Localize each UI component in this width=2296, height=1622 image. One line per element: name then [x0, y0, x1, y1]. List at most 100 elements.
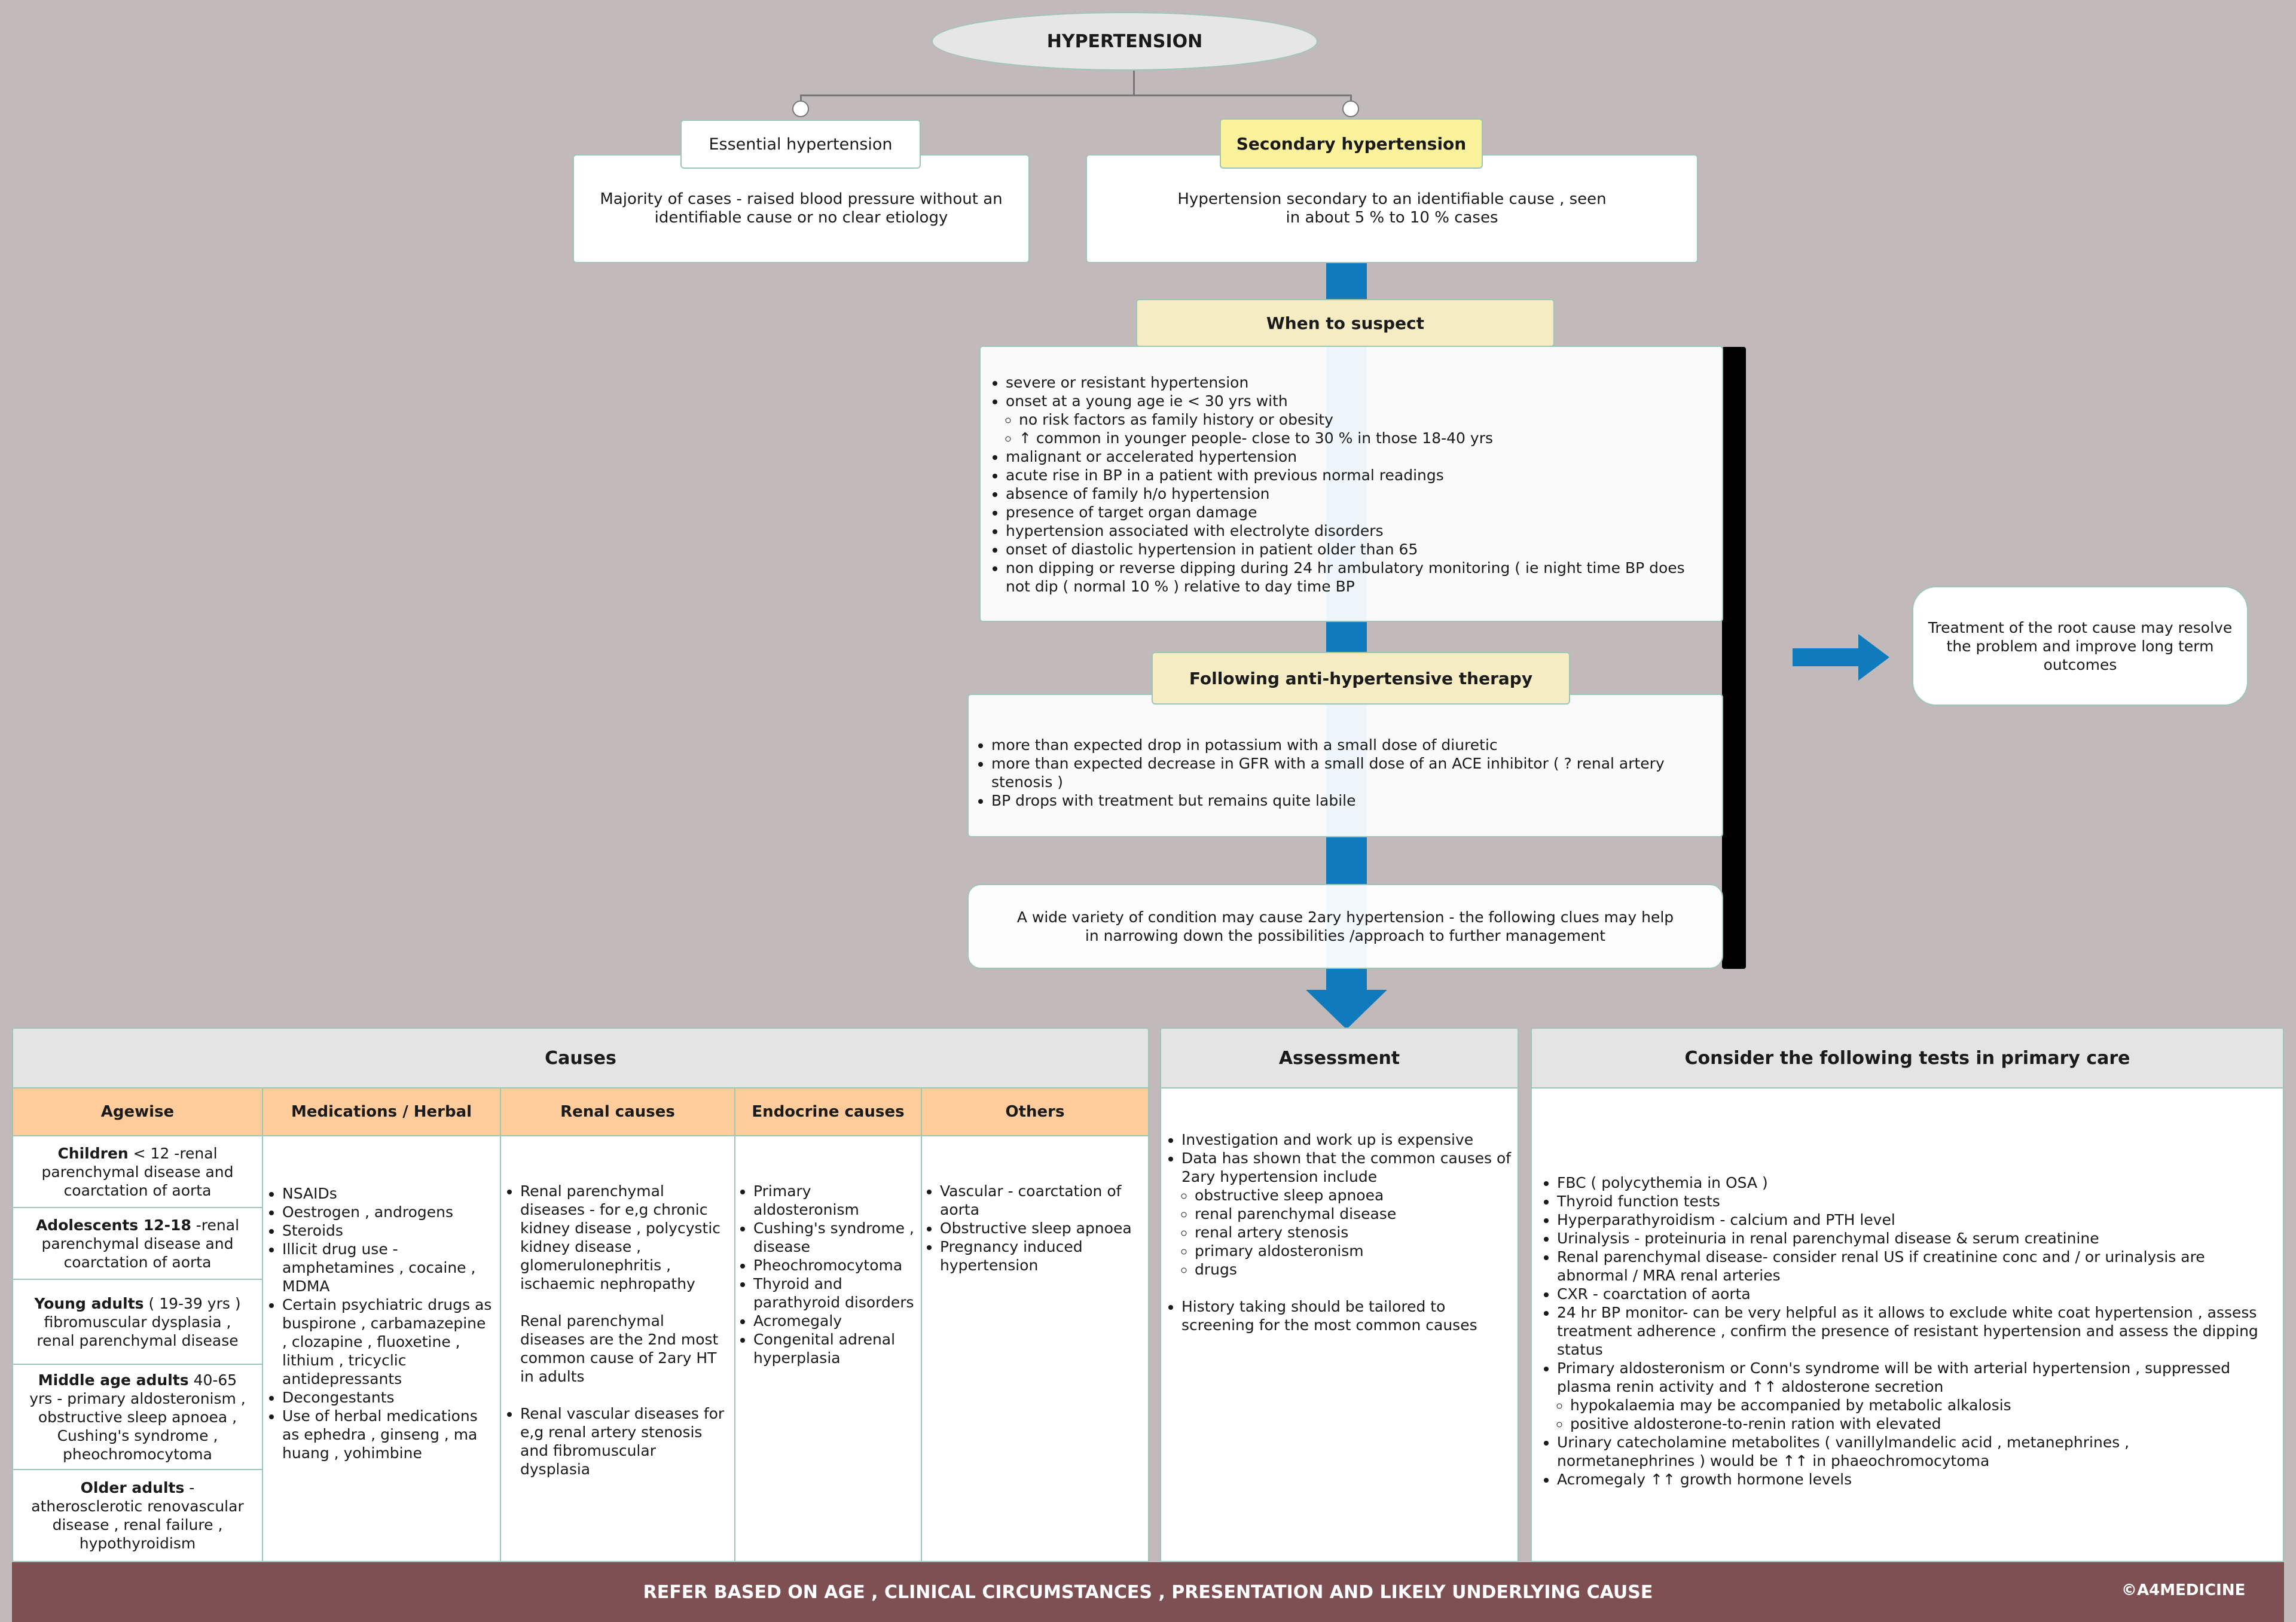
root-cause-box: Treatment of the root cause may resolve … [1912, 586, 2248, 706]
therapy-box: more than expected drop in potassium wit… [967, 694, 1723, 837]
list-item: 24 hr BP monitor- can be very helpful as… [1557, 1303, 2271, 1359]
side-bracket-bar [1722, 347, 1746, 969]
list-item: CXR - coarctation of aorta [1557, 1285, 2271, 1303]
title-connector-horizontal [800, 94, 1351, 96]
list-item: Pregnancy induced hypertension [940, 1237, 1143, 1275]
medications-cell: NSAIDs Oestrogen , androgens Steroids Il… [262, 1135, 501, 1562]
column-header-renal: Renal causes [500, 1087, 735, 1136]
list-item: acute rise in BP in a patient with previ… [1006, 466, 1709, 484]
others-list: Vascular - coarctation of aorta Obstruct… [928, 1182, 1143, 1275]
assessment-list: Investigation and work up is expensive D… [1170, 1130, 1513, 1334]
list-item: NSAIDs [282, 1184, 495, 1203]
column-header-others: Others [921, 1087, 1149, 1136]
suspect-list: severe or resistant hypertension onset a… [994, 373, 1709, 596]
flow-arrow-head [1306, 990, 1387, 1029]
list-item: malignant or accelerated hypertension [1006, 447, 1709, 466]
list-item: Obstructive sleep apnoea [940, 1219, 1143, 1237]
list-subitem: obstructive sleep apnoea [1195, 1186, 1513, 1205]
list-item: onset at a young age ie < 30 yrs with no… [1006, 392, 1709, 447]
list-item: presence of target organ damage [1006, 503, 1709, 522]
list-item: more than expected drop in potassium wit… [991, 736, 1711, 754]
list-item: Thyroid function tests [1557, 1192, 2271, 1211]
suspect-box: severe or resistant hypertension onset a… [979, 346, 1723, 622]
column-header-endocrine: Endocrine causes [734, 1087, 922, 1136]
list-item: BP drops with treatment but remains quit… [991, 791, 1711, 810]
tests-cell: FBC ( polycythemia in OSA ) Thyroid func… [1531, 1087, 2284, 1562]
list-item: hypertension associated with electrolyte… [1006, 522, 1709, 540]
essential-label: Essential hypertension [680, 120, 921, 169]
list-subitem: no risk factors as family history or obe… [1019, 410, 1709, 429]
list-item: Congenital adrenal hyperplasia [753, 1330, 918, 1367]
list-item: non dipping or reverse dipping during 24… [1006, 559, 1709, 596]
list-item: History taking should be tailored to scr… [1181, 1297, 1513, 1334]
list-subitem: renal artery stenosis [1195, 1223, 1513, 1242]
footer-text: REFER BASED ON AGE , CLINICAL CIRCUMSTAN… [643, 1581, 1653, 1603]
list-item: Pheochromocytoma [753, 1256, 918, 1275]
list-item: Steroids [282, 1221, 495, 1240]
list-item: Oestrogen , androgens [282, 1203, 495, 1221]
list-item: Thyroid and parathyroid disorders [753, 1275, 918, 1312]
therapy-list: more than expected drop in potassium wit… [979, 736, 1711, 810]
endocrine-list: Primary aldosteronism Cushing's syndrome… [741, 1182, 918, 1367]
endocrine-cell: Primary aldosteronism Cushing's syndrome… [734, 1135, 922, 1562]
list-item: Cushing's syndrome , disease [753, 1219, 918, 1256]
therapy-label: Following anti-hypertensive therapy [1152, 652, 1570, 705]
title-connector-vertical [1133, 71, 1135, 94]
agewise-cell-older-adults: Older adults -atherosclerotic renovascul… [12, 1469, 263, 1562]
footer-bar: REFER BASED ON AGE , CLINICAL CIRCUMSTAN… [12, 1562, 2284, 1622]
renal-note: Renal parenchymal diseases are the 2nd m… [520, 1312, 719, 1385]
list-subitem: positive aldosterone-to-renin ration wit… [1570, 1414, 2271, 1433]
assessment-cell: Investigation and work up is expensive D… [1160, 1087, 1519, 1562]
list-item: Urinary catecholamine metabolites ( vani… [1557, 1433, 2271, 1470]
connector-dot-left [792, 100, 809, 117]
agewise-cell-young-adults: Young adults ( 19-39 yrs ) fibromuscular… [12, 1279, 263, 1365]
renal-cell: Renal parenchymal diseases - for e,g chr… [500, 1135, 735, 1562]
list-subitem: primary aldosteronism [1195, 1242, 1513, 1260]
list-item: Primary aldosteronism or Conn's syndrome… [1557, 1359, 2271, 1433]
list-item: Renal vascular diseases for e,g renal ar… [520, 1404, 731, 1478]
list-item: Acromegaly [753, 1312, 918, 1330]
page-title: HYPERTENSION [932, 12, 1318, 71]
list-subitem: drugs [1195, 1260, 1513, 1279]
list-item: onset of diastolic hypertension in patie… [1006, 540, 1709, 559]
list-subitem: renal parenchymal disease [1195, 1205, 1513, 1223]
list-subitem: ↑ common in younger people- close to 30 … [1019, 429, 1709, 447]
assessment-header: Assessment [1160, 1028, 1519, 1089]
list-item: Renal parenchymal diseases - for e,g chr… [520, 1182, 731, 1386]
secondary-label: Secondary hypertension [1220, 118, 1483, 169]
list-item: Acromegaly ↑↑ growth hormone levels [1557, 1470, 2271, 1489]
list-item: severe or resistant hypertension [1006, 373, 1709, 392]
suspect-label: When to suspect [1136, 299, 1555, 347]
list-item: Renal parenchymal disease- consider rena… [1557, 1248, 2271, 1285]
list-item: absence of family h/o hypertension [1006, 484, 1709, 503]
medications-list: NSAIDs Oestrogen , androgens Steroids Il… [270, 1184, 495, 1462]
tests-list: FBC ( polycythemia in OSA ) Thyroid func… [1545, 1173, 2271, 1489]
right-arrow-icon [1793, 634, 1889, 681]
tests-header: Consider the following tests in primary … [1531, 1028, 2284, 1089]
list-item: Data has shown that the common causes of… [1181, 1149, 1513, 1279]
agewise-cell-middle-age: Middle age adults 40-65 yrs - primary al… [12, 1364, 263, 1470]
list-item: Certain psychiatric drugs as buspirone ,… [282, 1295, 495, 1388]
list-item: Illicit drug use - amphetamines , cocain… [282, 1240, 495, 1295]
list-item: Urinalysis - proteinuria in renal parenc… [1557, 1229, 2271, 1248]
essential-description: Majority of cases - raised blood pressur… [573, 154, 1030, 263]
clue-box: A wide variety of condition may cause 2a… [967, 884, 1723, 969]
list-item: Primary aldosteronism [753, 1182, 918, 1219]
others-cell: Vascular - coarctation of aorta Obstruct… [921, 1135, 1149, 1562]
list-item: Use of herbal medications as ephedra , g… [282, 1407, 495, 1462]
column-header-medications: Medications / Herbal [262, 1087, 501, 1136]
renal-list: Renal parenchymal diseases - for e,g chr… [508, 1182, 731, 1478]
footer-copyright: ©A4MEDICINE [2121, 1581, 2246, 1599]
list-item: Investigation and work up is expensive [1181, 1130, 1513, 1149]
agewise-cell-children: Children < 12 -renal parenchymal disease… [12, 1135, 263, 1208]
connector-dot-right [1342, 100, 1359, 117]
agewise-cell-adolescents: Adolescents 12-18 -renal parenchymal dis… [12, 1207, 263, 1280]
list-item: Vascular - coarctation of aorta [940, 1182, 1143, 1219]
list-item: Decongestants [282, 1388, 495, 1407]
list-subitem: hypokalaemia may be accompanied by metab… [1570, 1396, 2271, 1414]
secondary-description: Hypertension secondary to an identifiabl… [1086, 154, 1698, 263]
list-item: FBC ( polycythemia in OSA ) [1557, 1173, 2271, 1192]
causes-header: Causes [12, 1028, 1149, 1089]
column-header-agewise: Agewise [12, 1087, 263, 1136]
list-item: Hyperparathyroidism - calcium and PTH le… [1557, 1211, 2271, 1229]
